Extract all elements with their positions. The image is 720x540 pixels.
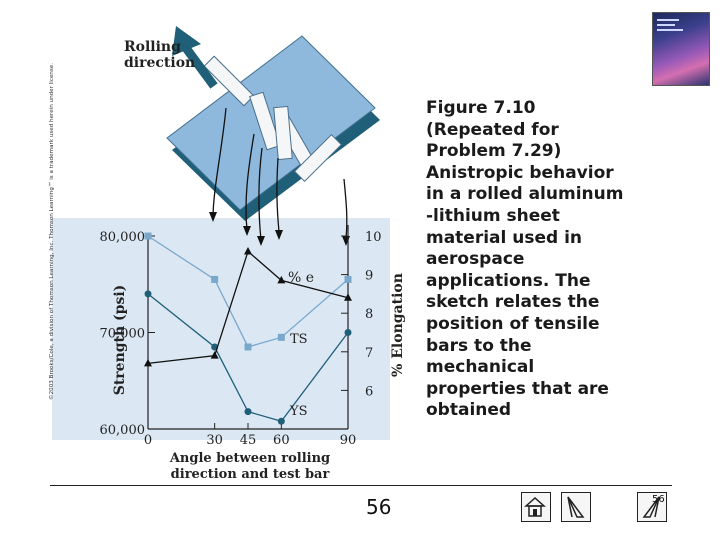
series-label-ys: YS [289,404,308,419]
x-tick-label-30: 30 [206,433,223,448]
copyright-notice: ©2003 Brooks/Cole, a division of Thomson… [49,63,55,400]
back-icon [567,496,585,518]
y-right-axis-title: % Elongation [390,273,406,377]
series-2-point-1 [210,351,219,359]
back-button[interactable] [561,492,591,522]
book-cover-image [652,12,710,86]
series-label-ts: TS [290,332,308,347]
series-0-point-1 [211,275,219,283]
series-0-point-2 [244,343,252,351]
x-axis-title-1: Angle between rolling [169,451,330,466]
x-tick-label-45: 45 [240,433,257,448]
series-1-point-2 [244,408,252,416]
y-right-tick-label-9: 9 [365,269,373,284]
series-2-point-4 [344,293,352,301]
series-1-point-4 [344,329,352,336]
tensile-bar-90 [293,133,343,183]
rolling-direction-arrow-icon [172,26,218,89]
chart-panel [52,218,390,440]
next-button[interactable] [637,492,667,522]
next-icon [642,496,660,518]
y-right-tick-label-7: 7 [365,346,373,361]
tensile-bar-30 [249,91,281,151]
series-layer [144,232,352,425]
series-1-point-0 [144,290,152,298]
x-tick-label-60: 60 [273,433,290,448]
series-2-point-3 [277,275,286,284]
rolling-label-2: direction [124,55,195,71]
home-button[interactable] [521,492,551,522]
series-1-point-3 [277,417,285,425]
y-right-tick-label-10: 10 [365,230,382,245]
y-left-tick-label-80000: 80,000 [100,230,146,245]
figure-caption: Figure 7.10 (Repeated for Problem 7.29) … [426,98,624,421]
rolling-label-1: Rolling [124,39,181,55]
page-number: 56 [366,495,392,519]
connector-arrows [212,107,348,241]
chart-ticks [147,235,349,430]
x-tick-label-0: 0 [144,433,152,448]
series-2-point-2 [244,246,252,255]
x-axis-title-2: direction and test bar [171,467,330,482]
series-0-point-3 [277,333,285,341]
series-0-point-0 [144,232,152,240]
x-tick-label-90: 90 [340,433,357,448]
y-right-tick-label-6: 6 [365,384,373,399]
y-left-axis-title: Strength (psi) [112,285,128,396]
chart-tick-labels: 0 30 45 60 90 80,000 70,000 60,000 10 9 … [100,230,382,448]
tensile-bar-60 [273,105,293,161]
y-right-tick-label-8: 8 [365,307,373,322]
y-left-tick-label-60000: 60,000 [100,423,146,438]
slide-number-small: 56 [652,494,665,505]
home-icon [524,496,546,517]
tensile-bar-0 [203,55,255,107]
series-0-point-4 [344,275,352,283]
y-left-tick-label-70000: 70,000 [100,327,146,342]
series-2-point-0 [144,358,152,367]
footer-rule [50,485,672,486]
sheet-sketch [166,35,380,221]
series-label-e: % e [288,270,314,286]
